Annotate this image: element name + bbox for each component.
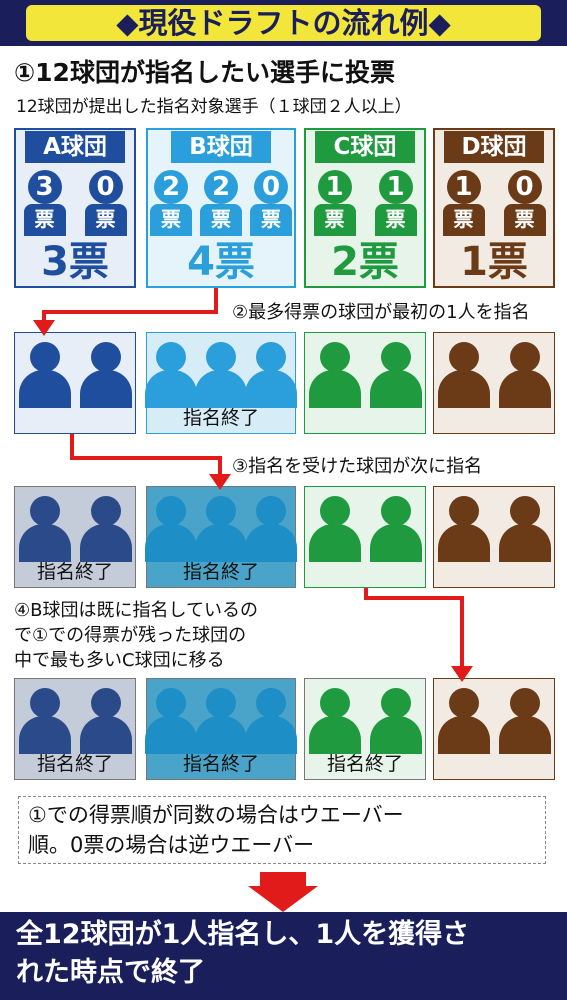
vote-unit: 票: [84, 204, 127, 236]
player-icon: [369, 342, 422, 408]
team-name: C球団: [315, 131, 415, 163]
step2-text: ②最多得票の球団が最初の1人を指名: [232, 302, 530, 323]
player-icon: [79, 496, 132, 562]
player-icon: [437, 688, 490, 754]
arrow-segment: [218, 456, 222, 480]
final-arrow-stem: [260, 872, 306, 888]
arrow-segment: [364, 596, 464, 600]
arrow-segment: [70, 434, 74, 458]
final-arrow-head: [248, 886, 318, 912]
player-icon: [195, 496, 247, 562]
vote-count: 3: [27, 170, 62, 204]
vote-count: 0: [254, 170, 288, 204]
arrow-segment: [70, 456, 222, 460]
pick-finished-label: 指名終了: [182, 407, 259, 429]
pick-finished-label: 指名終了: [36, 753, 113, 775]
vote-unit: 票: [150, 204, 192, 236]
arrow-head: [209, 474, 231, 490]
arrow-segment: [214, 288, 218, 312]
team-name: B球団: [171, 131, 271, 163]
vote-unit: 票: [503, 204, 546, 236]
team-total-votes: 3票: [41, 239, 109, 285]
note-line2: 順。0票の場合は逆ウエーバー: [28, 833, 315, 857]
vote-count: 1: [446, 170, 481, 204]
final-text: 全12球団が1人指名し、1人を獲得さ れた時点で終了: [16, 916, 556, 992]
vote-unit: 票: [442, 204, 485, 236]
player-icon: [245, 688, 297, 754]
player-icon: [498, 342, 551, 408]
player-icon: [195, 342, 247, 408]
player-icon: [195, 688, 247, 754]
vote-count: 2: [204, 170, 238, 204]
vote-count: 1: [378, 170, 413, 204]
vote-unit: 票: [250, 204, 292, 236]
arrow-head: [33, 320, 55, 336]
step4-line1: ④B球団は既に指名しているの: [14, 600, 258, 621]
vote-count: 0: [88, 170, 123, 204]
vote-count: 0: [507, 170, 542, 204]
pick-finished-label: 指名終了: [182, 753, 259, 775]
step1-heading: ①12球団が指名したい選手に投票: [14, 58, 395, 87]
player-icon: [18, 688, 71, 754]
note-box: [18, 796, 546, 864]
player-icon: [308, 688, 361, 754]
page-title: ◆現役ドラフトの流れ例◆: [116, 6, 451, 40]
team-total-votes: 2票: [331, 239, 399, 285]
team-name: D球団: [444, 131, 544, 163]
player-icon: [369, 496, 422, 562]
step3-text: ③指名を受けた球団が次に指名: [232, 456, 483, 477]
player-icon: [498, 496, 551, 562]
player-icon: [18, 496, 71, 562]
arrow-segment: [364, 588, 368, 600]
player-icon: [437, 342, 490, 408]
arrow-head: [451, 666, 473, 682]
team-total-votes: 1票: [460, 239, 528, 285]
vote-unit: 票: [200, 204, 242, 236]
vote-unit: 票: [23, 204, 66, 236]
arrow-segment: [42, 310, 46, 322]
player-icon: [145, 342, 197, 408]
player-icon: [308, 496, 361, 562]
title-pill: [26, 5, 541, 41]
player-icon: [79, 342, 132, 408]
player-icon: [245, 342, 297, 408]
final-box: [0, 912, 567, 1000]
team-name: A球団: [25, 131, 125, 163]
vote-unit: 票: [374, 204, 417, 236]
pick-finished-label: 指名終了: [326, 753, 403, 775]
team-total-votes: 4票: [187, 239, 255, 285]
pick-finished-label: 指名終了: [182, 561, 259, 583]
step4-line2: で①での得票が残った球団の: [14, 625, 247, 646]
player-icon: [145, 688, 197, 754]
arrow-segment: [460, 596, 464, 668]
player-icon: [308, 342, 361, 408]
step4-line3: 中で最も多いC球団に移る: [14, 650, 225, 671]
vote-count: 2: [154, 170, 188, 204]
player-icon: [437, 496, 490, 562]
note-line1: ①での得票順が同数の場合はウエーバー: [28, 803, 404, 827]
player-icon: [79, 688, 132, 754]
player-icon: [18, 342, 71, 408]
pick-finished-label: 指名終了: [36, 561, 113, 583]
vote-unit: 票: [313, 204, 356, 236]
final-line2: れた時点で終了: [16, 957, 205, 988]
final-line1: 全12球団が1人指名し、1人を獲得さ: [16, 919, 470, 950]
player-icon: [369, 688, 422, 754]
vote-count: 1: [317, 170, 352, 204]
step1-subheading: 12球団が提出した指名対象選手（１球団２人以上）: [16, 97, 412, 117]
arrow-segment: [42, 310, 218, 314]
player-icon: [145, 496, 197, 562]
player-icon: [498, 688, 551, 754]
player-icon: [245, 496, 297, 562]
